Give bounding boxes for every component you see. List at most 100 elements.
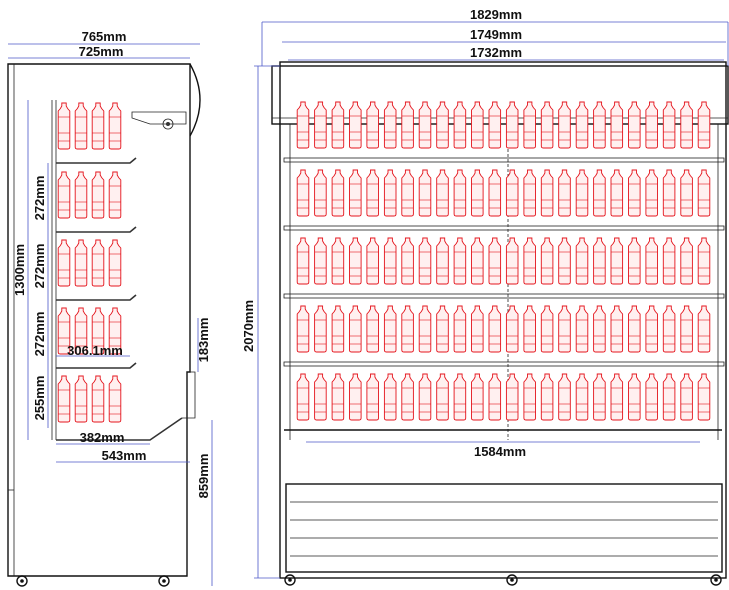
dim-shelf-spacing-3: 272mm (32, 312, 47, 357)
front-bottle (453, 237, 467, 285)
front-bottle (540, 237, 554, 285)
front-bottle (645, 101, 658, 149)
side-shelf (56, 157, 137, 164)
front-bottle (662, 101, 676, 149)
front-bottle (593, 237, 606, 285)
side-bottle (57, 375, 71, 423)
front-bottle (383, 101, 397, 149)
front-shelf (283, 293, 725, 299)
front-bottle (593, 169, 606, 217)
front-bottle (558, 237, 571, 285)
side-bottle (74, 102, 88, 150)
front-bottle (401, 237, 414, 285)
front-bottle (349, 237, 362, 285)
front-bottle (610, 373, 624, 421)
caster-icon (710, 574, 722, 586)
side-bottle (91, 239, 105, 287)
front-bottle (436, 237, 449, 285)
front-bottle (453, 305, 467, 353)
caster-icon (158, 575, 170, 587)
front-bottle (575, 169, 589, 217)
front-bottle (436, 101, 449, 149)
front-bottle (488, 237, 502, 285)
front-bottle (645, 237, 658, 285)
front-bottle (558, 305, 571, 353)
side-bottle (91, 171, 105, 219)
side-shelf (56, 294, 137, 301)
front-bottle (697, 237, 711, 285)
front-bottle (383, 305, 397, 353)
front-bottle (505, 305, 519, 353)
dim-cabinet-width: 1749mm (470, 27, 522, 42)
front-bottle (471, 237, 484, 285)
side-bottle (108, 171, 122, 219)
side-bottle (57, 239, 71, 287)
front-bottle (680, 237, 693, 285)
front-bottle (610, 101, 624, 149)
front-bottle (558, 373, 571, 421)
dim-shelf-spacing-2: 272mm (32, 244, 47, 289)
front-bottle (366, 101, 379, 149)
front-bottle (383, 373, 397, 421)
front-bottle (296, 305, 310, 353)
side-shelf (56, 362, 137, 369)
front-bottle (331, 101, 345, 149)
front-bottle (523, 169, 536, 217)
front-bottle (401, 373, 414, 421)
dim-bottom-tier-height: 255mm (32, 376, 47, 421)
front-bottle (453, 169, 467, 217)
side-bottle (91, 375, 105, 423)
front-bottle (488, 169, 502, 217)
front-bottle (366, 237, 379, 285)
front-bottle (540, 169, 554, 217)
front-bottle (505, 101, 519, 149)
front-bottle (418, 305, 432, 353)
front-bottle (471, 373, 484, 421)
front-bottle-group (296, 101, 711, 421)
dim-base-height: 859mm (196, 454, 211, 499)
front-bottle (505, 373, 519, 421)
front-bottle (575, 101, 589, 149)
front-bottle (593, 101, 606, 149)
side-bottle (108, 239, 122, 287)
front-bottle (680, 101, 693, 149)
front-bottle (418, 169, 432, 217)
front-shelf (283, 361, 725, 367)
front-bottle (575, 237, 589, 285)
side-bottle (108, 375, 122, 423)
front-bottle (697, 373, 711, 421)
front-bottle (471, 101, 484, 149)
front-bottle (523, 373, 536, 421)
front-view: 1829mm 1749mm 1732mm 2070mm 1584mm (241, 7, 729, 586)
front-bottle (662, 373, 676, 421)
dim-canopy-width: 1732mm (470, 45, 522, 60)
front-bottle (575, 305, 589, 353)
dim-overall-depth: 765mm (82, 29, 127, 44)
front-bottle (628, 237, 641, 285)
dim-base-shelf-depth: 382mm (80, 430, 125, 445)
front-bottle (471, 305, 484, 353)
front-bottle (628, 101, 641, 149)
dim-shelf-width: 1584mm (474, 444, 526, 459)
front-bottle (680, 305, 693, 353)
front-shelf (283, 157, 725, 163)
front-bottle (331, 373, 345, 421)
front-bottle (418, 373, 432, 421)
front-bottle (662, 305, 676, 353)
front-bottle (628, 169, 641, 217)
front-shelf (283, 225, 725, 231)
front-bottle (662, 169, 676, 217)
front-bottle (331, 237, 345, 285)
side-bottle-group (57, 102, 122, 423)
front-bottle (488, 305, 502, 353)
front-bottle (628, 305, 641, 353)
fan-icon (162, 118, 174, 130)
front-base-panel (285, 483, 723, 573)
front-bottle (401, 169, 414, 217)
front-bottle (610, 169, 624, 217)
front-bottle (314, 373, 327, 421)
front-bottle (558, 169, 571, 217)
caster-icon (506, 574, 518, 586)
front-cabinet-outline (279, 61, 727, 579)
